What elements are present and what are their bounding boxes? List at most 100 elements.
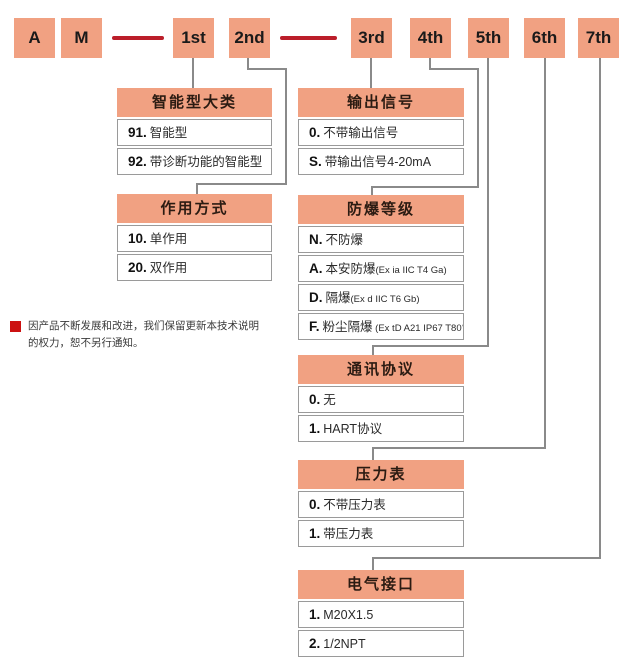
row-label: 带输出信号4-20mA: [324, 155, 432, 169]
connector-line: [192, 58, 194, 88]
row-label: 单作用: [149, 232, 188, 246]
row-code: N.: [309, 232, 323, 247]
connector-line: [487, 58, 489, 347]
row-code: 20.: [128, 260, 147, 275]
row-detail: (Ex d IIC T6 Gb): [350, 294, 420, 305]
table-row: 20.双作用: [117, 254, 272, 281]
table-title: 压力表: [298, 460, 464, 489]
row-code: 1.: [309, 607, 321, 622]
connector-line: [372, 557, 601, 559]
red-dash-line: [280, 36, 337, 40]
row-label: HART协议: [323, 422, 383, 436]
row-code: A.: [309, 261, 323, 276]
connector-line: [371, 186, 373, 195]
row-label: M20X1.5: [323, 608, 374, 622]
row-code: D.: [309, 290, 323, 305]
connector-line: [370, 58, 372, 88]
row-label: 本安防爆: [325, 262, 376, 276]
table-row: 0.无: [298, 386, 464, 413]
table-row: 92.带诊断功能的智能型: [117, 148, 272, 175]
table-title: 输出信号: [298, 88, 464, 117]
row-code: 0.: [309, 125, 321, 140]
table-title: 通讯协议: [298, 355, 464, 384]
code-box-7th: 7th: [578, 18, 619, 58]
connector-line: [372, 447, 546, 449]
row-label: 带诊断功能的智能型: [149, 155, 263, 169]
table-row: 1.HART协议: [298, 415, 464, 442]
table-title: 电气接口: [298, 570, 464, 599]
connector-line: [196, 183, 198, 194]
red-square-icon: [10, 321, 21, 332]
row-code: S.: [309, 154, 322, 169]
table-title: 智能型大类: [117, 88, 272, 117]
row-label: 智能型: [149, 126, 188, 140]
table-row: F.粉尘隔爆 (Ex tD A21 IP67 T80℃): [298, 313, 464, 340]
row-code: 92.: [128, 154, 147, 169]
row-code: 91.: [128, 125, 147, 140]
connector-line: [247, 68, 287, 70]
row-code: F.: [309, 319, 320, 334]
code-box-2nd: 2nd: [229, 18, 270, 58]
connector-line: [599, 58, 601, 559]
connector-line: [371, 186, 479, 188]
table-row: 0.不带输出信号: [298, 119, 464, 146]
code-box-6th: 6th: [524, 18, 565, 58]
connector-line: [429, 68, 479, 70]
row-code: 10.: [128, 231, 147, 246]
table-pressure-gauge: 压力表 0.不带压力表 1.带压力表: [298, 460, 464, 547]
row-label: 1/2NPT: [323, 637, 366, 651]
code-box-A: A: [14, 18, 55, 58]
red-dash-line: [112, 36, 164, 40]
table-row: 91.智能型: [117, 119, 272, 146]
row-label: 不防爆: [325, 233, 364, 247]
table-row: N.不防爆: [298, 226, 464, 253]
connector-line: [247, 58, 249, 70]
code-box-5th: 5th: [468, 18, 509, 58]
table-row: S.带输出信号4-20mA: [298, 148, 464, 175]
connector-line: [372, 345, 374, 355]
connector-line: [372, 557, 374, 570]
row-label: 带压力表: [323, 527, 374, 541]
connector-line: [372, 447, 374, 460]
connector-line: [372, 345, 489, 347]
code-box-4th: 4th: [410, 18, 451, 58]
connector-line: [544, 58, 546, 449]
table-row: 2.1/2NPT: [298, 630, 464, 657]
code-box-M: M: [61, 18, 102, 58]
row-code: 1.: [309, 421, 321, 436]
row-code: 2.: [309, 636, 321, 651]
table-row: 1.M20X1.5: [298, 601, 464, 628]
row-label: 隔爆: [325, 291, 351, 305]
table-title: 防爆等级: [298, 195, 464, 224]
table-row: D.隔爆(Ex d IIC T6 Gb): [298, 284, 464, 311]
table-row: 10.单作用: [117, 225, 272, 252]
row-label: 不带压力表: [323, 498, 386, 512]
row-code: 0.: [309, 497, 321, 512]
connector-line: [429, 58, 431, 70]
code-box-3rd: 3rd: [351, 18, 392, 58]
table-title: 作用方式: [117, 194, 272, 223]
row-code: 0.: [309, 392, 321, 407]
row-label: 不带输出信号: [323, 126, 399, 140]
row-detail: (Ex tD A21 IP67 T80℃): [375, 323, 463, 334]
row-label: 双作用: [149, 261, 188, 275]
code-box-1st: 1st: [173, 18, 214, 58]
footnote-text-line: 的权力，恕不另行通知。: [28, 337, 144, 349]
row-label: 粉尘隔爆: [322, 320, 373, 334]
connector-line: [477, 68, 479, 188]
connector-line: [285, 68, 287, 185]
row-label: 无: [323, 393, 336, 407]
footnote: 因产品不断发展和改进，我们保留更新本技术说明 的权力，恕不另行通知。: [10, 318, 260, 352]
row-detail: (Ex ia IIC T4 Ga): [375, 265, 447, 276]
table-row: A.本安防爆(Ex ia IIC T4 Ga): [298, 255, 464, 282]
table-row: 1.带压力表: [298, 520, 464, 547]
connector-line: [196, 183, 287, 185]
footnote-text-line: 因产品不断发展和改进，我们保留更新本技术说明: [28, 320, 259, 332]
